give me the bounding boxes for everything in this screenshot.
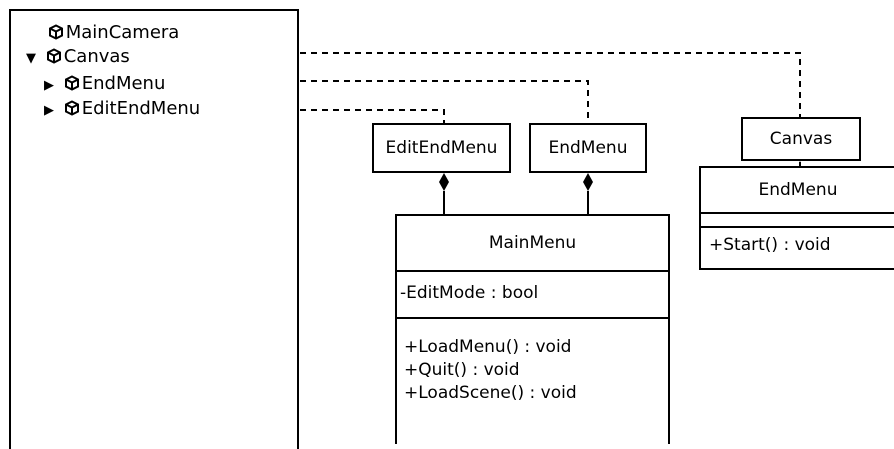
cube-icon <box>64 75 79 91</box>
hierarchy-item-editendmenu[interactable]: ▶ EditEndMenu <box>44 98 200 122</box>
hierarchy-item-label: EditEndMenu <box>81 98 201 119</box>
methods-section: +LoadMenu() : void +Quit() : void +LoadS… <box>397 336 668 405</box>
triangle-right-icon[interactable]: ▶ <box>44 103 54 118</box>
class-box-endmenu-ref[interactable]: EndMenu <box>529 123 647 173</box>
hierarchy-item-endmenu[interactable]: ▶ EndMenu <box>44 73 165 97</box>
method: +LoadScene() : void <box>404 383 577 403</box>
class-name: Canvas <box>769 129 833 149</box>
methods-section: +Start() : void <box>701 234 894 257</box>
cube-icon <box>46 48 61 64</box>
hierarchy-item-label: EndMenu <box>81 73 166 94</box>
class-box-mainmenu[interactable]: MainMenu -EditMode : bool +LoadMenu() : … <box>395 214 670 444</box>
cube-icon <box>48 24 63 40</box>
uml-diagram: MainCamera ▼ Canvas ▶ EndMenu ▶ EditEndM… <box>9 9 894 449</box>
cube-icon <box>64 100 79 116</box>
triangle-down-icon[interactable]: ▼ <box>26 51 36 66</box>
dashed-link-editendmenu <box>300 109 445 123</box>
method: +Quit() : void <box>404 360 520 380</box>
attributes-section <box>701 214 894 228</box>
method: +Start() : void <box>709 235 831 255</box>
class-box-canvas[interactable]: Canvas <box>741 117 861 161</box>
hierarchy-item-label: MainCamera <box>65 22 180 43</box>
hierarchy-panel <box>9 9 299 449</box>
class-header: MainMenu <box>397 216 668 272</box>
hierarchy-item-canvas[interactable]: ▼ Canvas <box>26 46 130 70</box>
class-name: MainMenu <box>488 233 577 253</box>
triangle-right-icon[interactable]: ▶ <box>44 78 54 93</box>
composition-diamond <box>439 173 449 191</box>
class-box-editendmenu[interactable]: EditEndMenu <box>372 123 511 173</box>
class-header: EndMenu <box>701 168 894 214</box>
hierarchy-item-maincamera[interactable]: MainCamera <box>28 22 179 44</box>
attribute: -EditMode : bool <box>400 283 539 303</box>
method: +LoadMenu() : void <box>404 337 572 357</box>
class-name: EditEndMenu <box>385 138 498 158</box>
dashed-link-canvas <box>300 52 801 117</box>
connector-layer <box>300 52 805 214</box>
class-box-endmenu[interactable]: EndMenu +Start() : void <box>699 166 894 270</box>
class-name: EndMenu <box>548 138 628 158</box>
hierarchy-item-label: Canvas <box>63 46 130 67</box>
class-name: EndMenu <box>758 180 838 200</box>
composition-diamond <box>583 173 593 191</box>
dashed-link-endmenu <box>300 80 589 123</box>
attributes-section: -EditMode : bool <box>397 272 668 319</box>
